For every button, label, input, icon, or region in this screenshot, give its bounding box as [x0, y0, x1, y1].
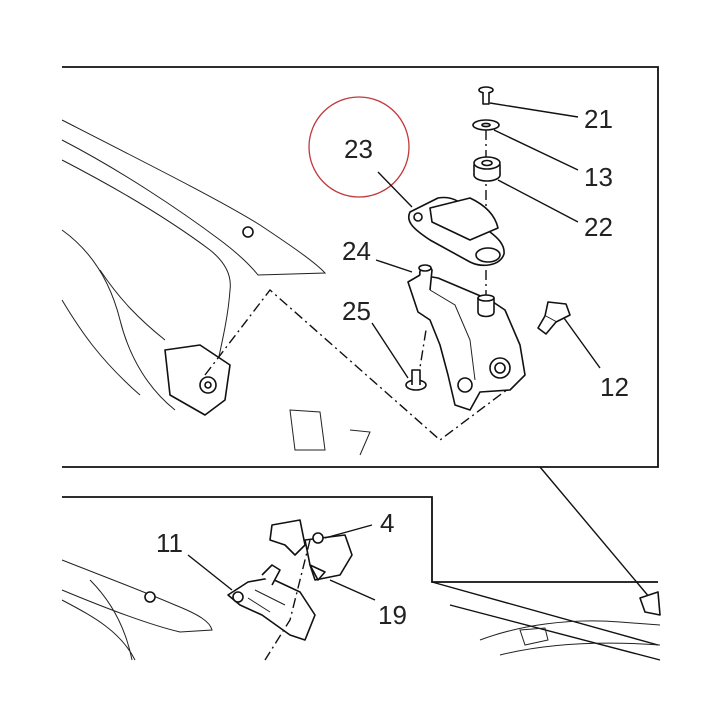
- callout-12: 12: [600, 372, 629, 402]
- callout-4: 4: [380, 508, 394, 538]
- part-19-clip: [269, 519, 353, 581]
- leader-lines: [187, 102, 601, 601]
- part-21-screw: [478, 86, 494, 105]
- callout-13: 13: [584, 162, 613, 192]
- callout-19: 19: [378, 600, 407, 630]
- part-25-stud: [405, 369, 427, 391]
- assembly-guide-lines-upper: [204, 288, 521, 441]
- callout-22: 22: [584, 212, 613, 242]
- highlight-circle-23: [308, 96, 410, 198]
- body-panel-sketch-lower: [61, 559, 213, 661]
- part-24-bracket: [407, 264, 526, 411]
- assembly-guide-lines-lower: [264, 539, 311, 661]
- callout-11: 11: [156, 528, 183, 558]
- part-23-damper-housing: [408, 196, 505, 267]
- body-panel-sketch-upper: [61, 119, 371, 456]
- part-11-latch-bracket: [227, 564, 316, 641]
- part-22-grommet: [473, 156, 501, 182]
- lower-detail-frame: [62, 496, 658, 583]
- detail-connector-lines: [431, 466, 661, 661]
- callout-25: 25: [342, 296, 371, 326]
- part-13-washer: [472, 119, 500, 131]
- upper-detail-frame: [62, 66, 659, 468]
- callout-23: 23: [344, 134, 373, 164]
- callout-24: 24: [342, 236, 371, 266]
- callout-21: 21: [584, 104, 613, 134]
- part-4-screw: [312, 532, 324, 544]
- vehicle-partial-view: [479, 591, 661, 656]
- part-12-bolt: [537, 301, 571, 335]
